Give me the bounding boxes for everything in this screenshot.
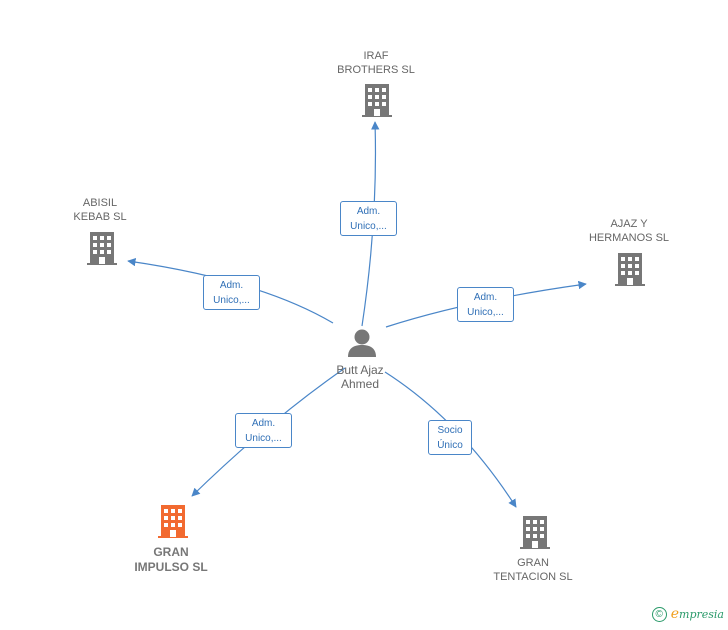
brand-footer: © empresia — [651, 606, 724, 622]
building-icon[interactable] — [520, 516, 550, 549]
copyright-icon: © — [651, 606, 667, 622]
company-label-iraf[interactable]: IRAF BROTHERS SL — [337, 50, 415, 76]
company-label-ajaz[interactable]: AJAZ Y HERMANOS SL — [588, 218, 670, 244]
role-badge-iraf[interactable]: Adm. Unico,... — [340, 201, 397, 236]
building-icon[interactable] — [615, 253, 645, 286]
person-label[interactable]: Butt Ajaz Ahmed — [336, 363, 384, 391]
building-icon-highlighted[interactable] — [158, 505, 188, 538]
person-icon[interactable] — [348, 329, 376, 358]
role-badge-gran-tentacion[interactable]: Socio Único — [428, 420, 472, 455]
building-icon[interactable] — [362, 84, 392, 117]
role-badge-ajaz[interactable]: Adm. Unico,... — [457, 287, 514, 322]
role-badge-gran-impulso[interactable]: Adm. Unico,... — [235, 413, 292, 448]
company-label-gran-tentacion[interactable]: GRAN TENTACION SL — [493, 557, 573, 583]
company-label-gran-impulso[interactable]: GRAN IMPULSO SL — [134, 545, 208, 574]
role-badge-abisil[interactable]: Adm. Unico,... — [203, 275, 260, 310]
company-label-abisil[interactable]: ABISIL KEBAB SL — [73, 197, 127, 223]
brand-logo: empresia — [670, 606, 724, 622]
building-icon[interactable] — [87, 232, 117, 265]
